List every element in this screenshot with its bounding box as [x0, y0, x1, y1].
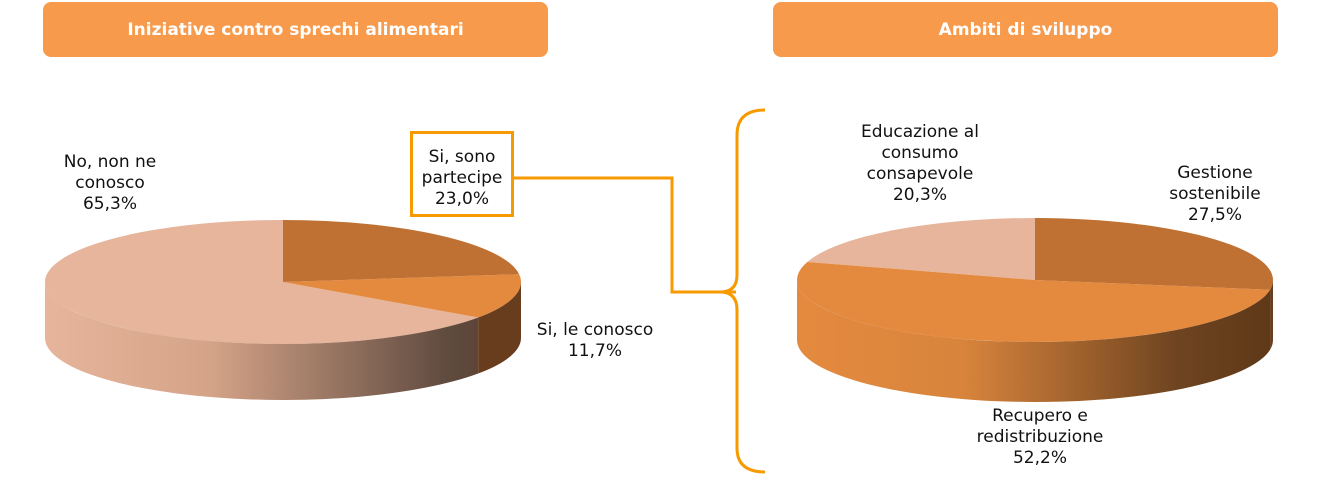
pie-side-0-1: [478, 282, 521, 374]
brace-icon: [719, 108, 766, 474]
highlight-box: [410, 131, 514, 217]
pie-slice-0-2: [44, 220, 479, 345]
pie-slice-1-0: [1035, 218, 1274, 290]
pie-slice-0-0: [283, 220, 520, 282]
connector-line: [514, 176, 736, 294]
left-chart-title: Iniziative contro sprechi alimentari: [43, 2, 548, 57]
right-chart-title: Ambiti di sviluppo: [773, 2, 1278, 57]
pie-slice-1-2: [807, 218, 1035, 280]
pie-slice-1-1: [797, 261, 1271, 342]
pie-side-1-0: [1270, 280, 1273, 350]
pie-slice-0-1: [283, 274, 521, 318]
pie-side-0-2: [45, 282, 479, 400]
pie-side-1-1: [797, 280, 1271, 403]
